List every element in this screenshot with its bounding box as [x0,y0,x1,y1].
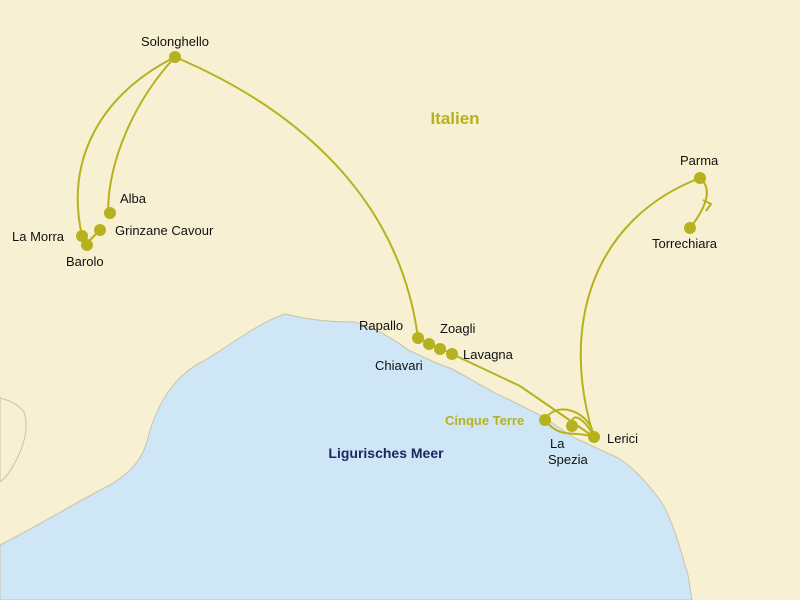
place-label-alba: Alba [120,191,147,206]
sea-label: Ligurisches Meer [328,445,444,461]
place-label-lerici: Lerici [607,431,638,446]
place-label-chiavari: Chiavari [375,358,423,373]
country-label: Italien [430,109,479,128]
marker-lerici [588,431,600,443]
marker-rapallo [412,332,424,344]
place-label-solonghello: Solonghello [141,34,209,49]
place-label-lavagna: Lavagna [463,347,514,362]
place-label-spezia: Spezia [548,452,589,467]
place-label-rapallo: Rapallo [359,318,403,333]
marker-grinzane [94,224,106,236]
marker-lavagna [446,348,458,360]
place-label-la: La [550,436,565,451]
route-solonghello-lamorra [76,56,176,237]
marker-laspezia [566,420,578,432]
marker-zoagli [423,338,435,350]
marker-lamorra [76,230,88,242]
region-label-cinqueterre: Cinque Terre [445,413,524,428]
place-label-zoagli: Zoagli [440,321,476,336]
left-island [0,397,27,483]
marker-cinqueterre [539,414,551,426]
place-label-parma: Parma [680,153,719,168]
marker-chiavari [434,343,446,355]
marker-solonghello [169,51,181,63]
place-label-grinzane: Grinzane Cavour [115,223,214,238]
route-lerici-parma [579,177,701,438]
marker-alba [104,207,116,219]
place-label-torrechiara: Torrechiara [652,236,718,251]
marker-barolo [81,239,93,251]
route-arrow [702,199,713,212]
route-solonghello-rapallo [174,56,419,339]
route-solonghello-alba [107,56,176,214]
place-label-lamorra: La Morra [12,229,65,244]
marker-parma [694,172,706,184]
marker-torrechiara [684,222,696,234]
sea-area [0,313,693,600]
place-label-barolo: Barolo [66,254,104,269]
stop-markers [76,51,706,443]
